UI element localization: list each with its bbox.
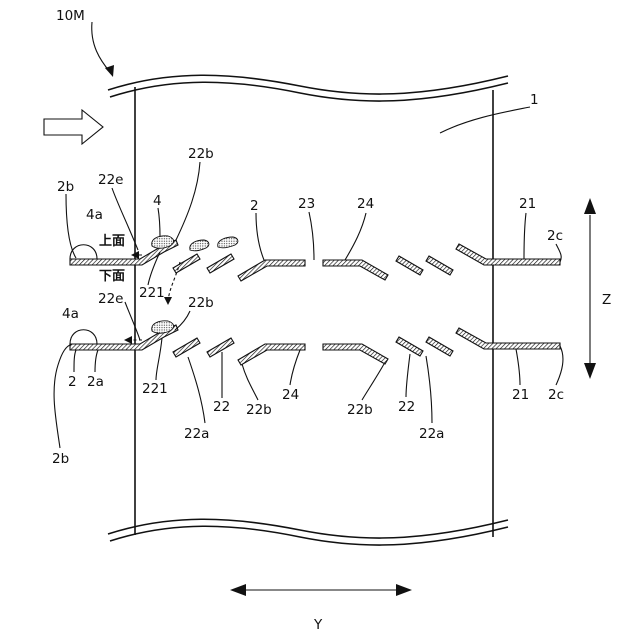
leader-2a-bot — [95, 350, 98, 372]
lower-plate-row — [70, 321, 560, 365]
leader-21-top — [524, 213, 526, 259]
lower-louver-1 — [173, 338, 200, 357]
leader-22e-bot — [125, 302, 140, 340]
upper-louver-3 — [396, 256, 423, 275]
label-24-top: 24 — [357, 196, 374, 212]
label-4a-top: 4a — [86, 207, 103, 223]
leader-21-bot — [516, 349, 520, 385]
label-22-bot2: 22 — [398, 399, 415, 415]
leader-2-bot — [74, 350, 76, 372]
label-221-top: 221 — [139, 285, 165, 301]
label-axis-y: Y — [313, 617, 323, 633]
channel — [108, 75, 508, 545]
label-1-leader — [440, 107, 530, 133]
lower-louver-3 — [396, 337, 423, 356]
upper-plate-row — [70, 236, 560, 281]
label-lower-face: 下面 — [99, 269, 125, 284]
upper-plate-21 — [456, 244, 560, 265]
label-channel-1: 1 — [530, 92, 539, 108]
label-10m: 10M — [56, 8, 85, 24]
upper-louver-4 — [426, 256, 453, 275]
label-axis-z: Z — [602, 292, 611, 308]
leader-221-bot — [156, 338, 162, 380]
lower-plate-24 — [323, 344, 388, 364]
leader-24-top — [345, 213, 366, 260]
label-22a-bot2: 22a — [419, 426, 444, 442]
label-22b-top: 22b — [188, 146, 214, 162]
label-24-bot: 24 — [282, 387, 299, 403]
leader-22b-bot2 — [362, 364, 384, 400]
upper-droplet-b — [218, 237, 238, 248]
upper-plate-24 — [323, 260, 388, 280]
label-22e-bot: 22e — [98, 291, 123, 307]
label-21-top: 21 — [519, 196, 536, 212]
label-22e-top: 22e — [98, 172, 123, 188]
leader-22a-bot1 — [188, 357, 205, 423]
leader-2b-bot — [54, 344, 72, 448]
upper-plate-2 — [238, 260, 305, 281]
label-22-bot1: 22 — [213, 399, 230, 415]
leader-22a-bot2 — [426, 356, 432, 423]
label-upper-face: 上面 — [99, 234, 125, 249]
label-22b-bot2: 22b — [347, 402, 373, 418]
label-2-bot: 2 — [68, 374, 77, 390]
label-2a-bot: 2a — [87, 374, 104, 390]
inflow-arrow — [44, 110, 103, 144]
leader-23 — [309, 212, 314, 260]
upper-dome-4a — [70, 245, 97, 259]
label-21-bot: 21 — [512, 387, 529, 403]
channel-bottom-edge-lower — [110, 526, 508, 545]
leader-22b-top — [176, 162, 200, 240]
leader-22b-bot1 — [242, 364, 258, 400]
label-2b-bot: 2b — [52, 451, 69, 467]
lower-louver-2 — [207, 338, 234, 357]
leader-2-top — [256, 213, 264, 260]
lower-plate-21 — [456, 328, 560, 349]
label-10m-leader — [92, 22, 110, 72]
label-2b-top: 2b — [57, 179, 74, 195]
label-23: 23 — [298, 196, 315, 212]
text-labels: 10M 1 2b 22e 4 22b 4a 上面 下面 221 2 23 24 … — [52, 8, 611, 633]
label-22b-bot: 22b — [188, 295, 214, 311]
z-arrowhead-bottom — [584, 363, 596, 379]
label-2c-top: 2c — [547, 228, 563, 244]
lower-dome-4a — [70, 330, 97, 344]
z-arrowhead-top — [584, 198, 596, 214]
leader-24-bot — [290, 350, 300, 385]
y-arrowhead-right — [396, 584, 412, 596]
lower-plate-2 — [238, 344, 305, 365]
lower-louver-4 — [426, 337, 453, 356]
leader-22-bot2 — [406, 354, 410, 397]
channel-top-edge-inner — [110, 82, 508, 101]
label-2c-bot: 2c — [548, 387, 564, 403]
upper-louver-2 — [207, 254, 234, 273]
label-22a-bot1: 22a — [184, 426, 209, 442]
upper-louver-1 — [173, 254, 200, 273]
y-arrowhead-left — [230, 584, 246, 596]
leader-2c-bot — [556, 346, 563, 385]
label-4-top: 4 — [153, 193, 162, 209]
label-4a-bot: 4a — [62, 306, 79, 322]
upper-droplet-a — [190, 240, 209, 251]
label-2-top: 2 — [250, 198, 259, 214]
label-22b-bot1: 22b — [246, 402, 272, 418]
leader-4-top — [158, 208, 160, 237]
label-221-bot: 221 — [142, 381, 168, 397]
